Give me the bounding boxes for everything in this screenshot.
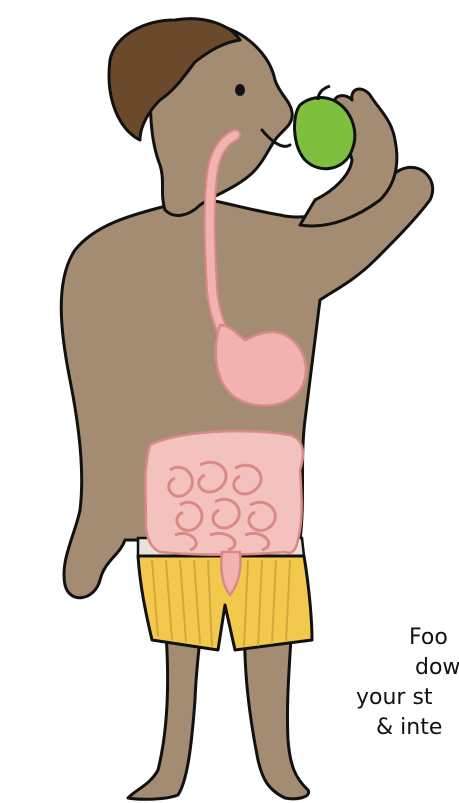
- large-intestine: [145, 431, 303, 555]
- eye: [235, 84, 245, 96]
